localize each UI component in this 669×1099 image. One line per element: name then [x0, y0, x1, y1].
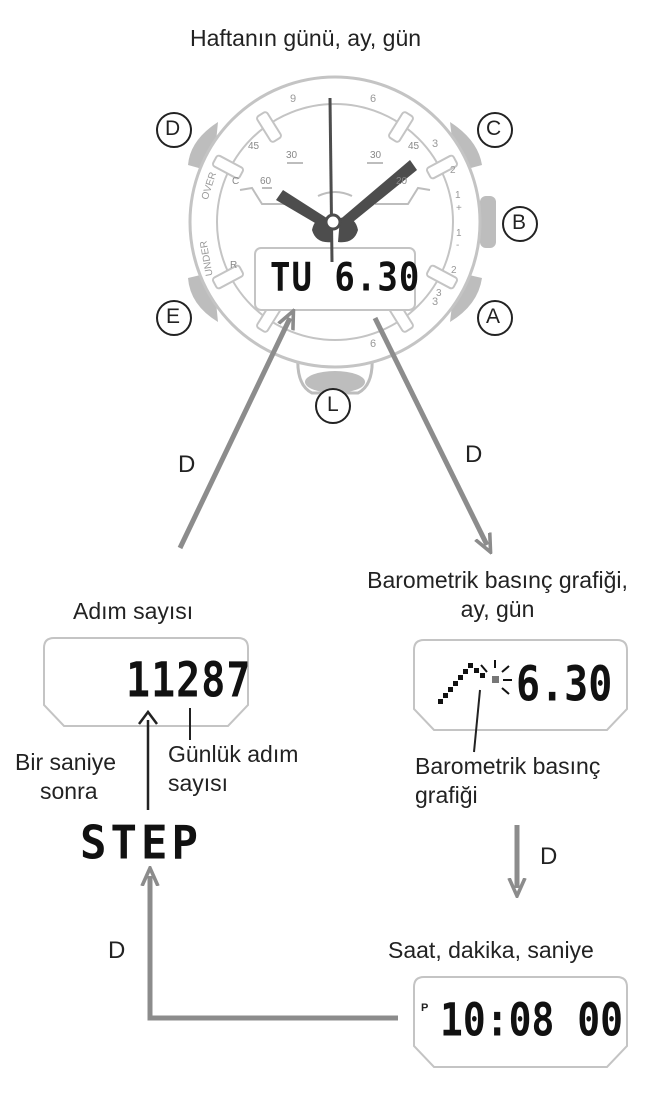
step-note-line2: sonra — [40, 778, 98, 804]
button-a-badge — [477, 300, 513, 336]
baro-callout-line2: grafiği — [415, 782, 478, 808]
button-b-label: B — [512, 211, 527, 234]
button-l-badge — [315, 388, 351, 424]
dial-scale — [239, 162, 431, 205]
baro-callout-line1: Barometrik basınç — [415, 753, 601, 779]
right-scale-minus: - — [456, 240, 460, 251]
button-l-label: L — [327, 393, 339, 416]
bezel-6-bottom: 6 — [370, 338, 377, 350]
bezel-6: 6 — [370, 93, 377, 105]
scale-45-left: 45 — [248, 141, 260, 152]
baro-lcd-panel — [413, 639, 628, 731]
arrow-time-to-step — [150, 876, 398, 1021]
button-d-label: D — [165, 117, 181, 140]
time-heading: Saat, dakika, saniye — [388, 937, 594, 963]
bezel-3: 3 — [432, 138, 439, 150]
scale-60: 60 — [260, 176, 272, 187]
right-scale-2a: 2 — [450, 165, 456, 176]
scale-30-right: 30 — [370, 150, 382, 161]
bezel-9: 9 — [290, 93, 297, 105]
hand-pivot — [324, 213, 342, 231]
scale-c: C — [232, 176, 240, 187]
button-e-badge — [156, 300, 192, 336]
arrow-watch-to-baro — [372, 316, 487, 545]
right-scale-plus: + — [456, 203, 462, 214]
transition-label-d1: D — [178, 451, 196, 478]
step-lcd-panel — [43, 637, 249, 727]
scale-45-right: 45 — [408, 141, 420, 152]
button-c-badge — [477, 112, 513, 148]
side-button-l[interactable] — [305, 371, 365, 393]
step-label: STEP — [80, 816, 202, 871]
button-c-label: C — [486, 117, 502, 140]
transition-arrows — [150, 316, 517, 1021]
minute-hand — [337, 160, 417, 230]
baro-heading-line1: Barometrik basınç grafiği, — [367, 567, 628, 593]
button-a-label: A — [486, 305, 501, 328]
baro-graph — [438, 660, 512, 704]
right-scale-1a: 1 — [455, 190, 461, 201]
arrow-step-sequence-head — [138, 709, 158, 725]
transition-label-d3: D — [540, 843, 558, 870]
watch-hands — [276, 97, 417, 263]
right-scale-2b: 2 — [451, 265, 457, 276]
page-title: Haftanın günü, ay, gün — [190, 25, 422, 51]
step-callout-line2: sayısı — [168, 770, 229, 796]
watch-lcd-window — [254, 247, 416, 311]
baro-callout-leader — [473, 689, 481, 753]
watch-illustration — [156, 75, 538, 424]
hour-markers — [211, 111, 459, 333]
baro-lcd-text: 6.30 — [516, 657, 613, 713]
watch-lcd-text: TU 6.30 — [270, 255, 421, 301]
scale-20: 20 — [396, 176, 408, 187]
button-e-label: E — [166, 305, 181, 328]
step-note-line1: Bir saniye — [15, 749, 116, 775]
step-heading: Adım sayısı — [73, 598, 194, 624]
button-b-badge — [502, 206, 538, 242]
hand-hub-right — [338, 217, 358, 243]
r-label: R — [230, 260, 238, 271]
right-scale-3: 3 — [436, 288, 442, 299]
step-lcd-text: 11287 — [126, 653, 252, 709]
transition-label-d4: D — [108, 937, 126, 964]
right-scale-1b: 1 — [456, 228, 462, 239]
baro-heading-line2: ay, gün — [460, 596, 535, 622]
time-lcd-panel — [413, 976, 628, 1068]
transition-label-d2: D — [465, 441, 483, 468]
time-lcd-text: 10:08 00 — [440, 993, 624, 1047]
arrow-step-to-watch — [177, 318, 290, 550]
watch-inner-ring — [216, 103, 454, 341]
bezel-3-bottom: 3 — [432, 296, 439, 308]
step-callout-line1: Günlük adım — [168, 741, 299, 767]
time-pm-indicator: P — [421, 1002, 429, 1014]
button-d-badge — [156, 112, 192, 148]
second-hand — [328, 97, 334, 263]
side-button-b[interactable] — [480, 196, 496, 248]
scale-30-left: 30 — [286, 150, 298, 161]
